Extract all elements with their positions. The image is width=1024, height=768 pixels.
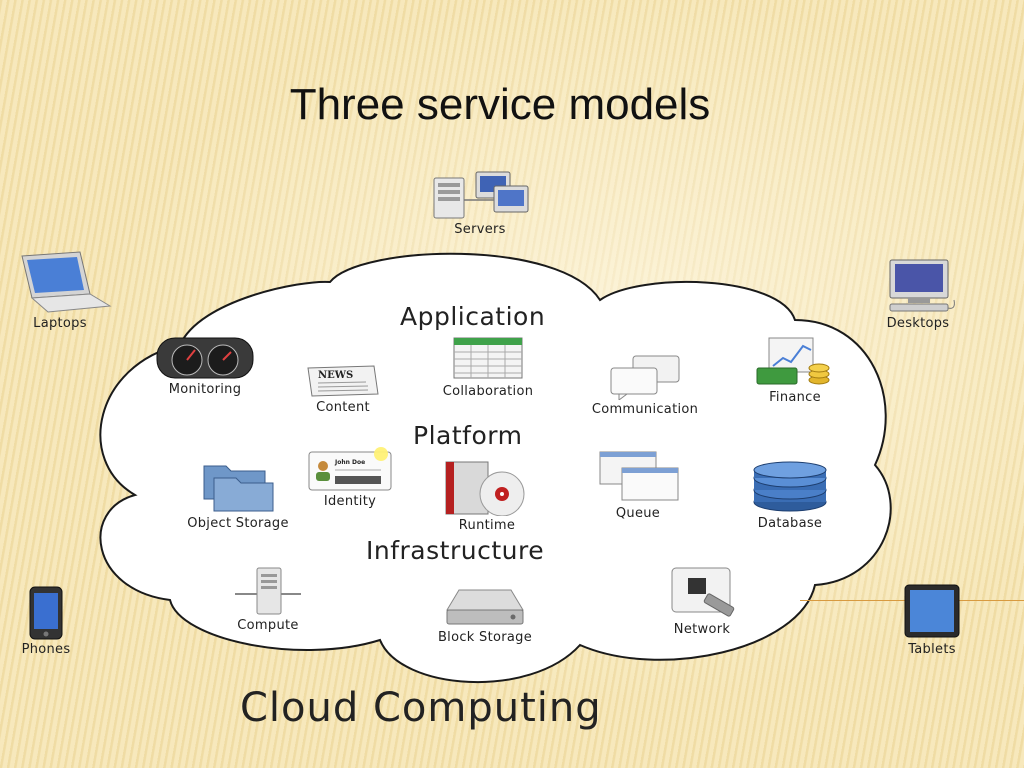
infra-block-storage: Block Storage — [420, 584, 550, 645]
device-tablets: Tablets — [895, 584, 969, 657]
phones-label: Phones — [21, 642, 71, 657]
app-finance: Finance — [748, 336, 842, 405]
platform-identity: John Doe Identity — [304, 446, 396, 509]
newspaper-icon: NEWS — [307, 365, 379, 397]
app-collaboration: Collaboration — [425, 334, 551, 399]
servers-icon — [433, 171, 529, 219]
network-label: Network — [673, 622, 731, 637]
phone-icon — [29, 586, 63, 640]
runtime-label: Runtime — [458, 518, 516, 533]
diagram-caption: Cloud Computing — [240, 685, 602, 731]
platform-database: Database — [742, 460, 838, 531]
identity-label: Identity — [323, 494, 377, 509]
layer-title-application: Application — [400, 302, 546, 331]
laptops-label: Laptops — [33, 316, 87, 331]
collaboration-label: Collaboration — [442, 384, 534, 399]
runtime-disc-icon — [445, 461, 525, 516]
layer-title-infrastructure: Infrastructure — [366, 536, 545, 565]
desktop-icon — [889, 259, 955, 312]
communication-label: Communication — [591, 402, 699, 417]
desktops-label: Desktops — [886, 316, 950, 331]
hard-drive-icon — [446, 589, 524, 625]
tablets-label: Tablets — [908, 642, 956, 657]
tablet-icon — [904, 584, 960, 638]
app-monitoring: Monitoring — [150, 336, 260, 397]
svg-text:NEWS: NEWS — [318, 370, 353, 381]
servers-label: Servers — [454, 222, 506, 237]
windows-queue-icon — [599, 451, 679, 501]
device-laptops: Laptops — [12, 250, 112, 331]
device-desktops: Desktops — [870, 258, 966, 331]
database-icon — [753, 461, 827, 512]
queue-label: Queue — [615, 506, 661, 521]
laptop-icon — [21, 251, 112, 313]
network-port-icon — [671, 567, 735, 617]
layer-title-platform: Platform — [413, 421, 523, 450]
slide-title: Three service models — [289, 80, 711, 129]
database-label: Database — [757, 516, 823, 531]
chart-coins-icon — [756, 337, 830, 385]
object-storage-label: Object Storage — [187, 516, 289, 531]
content-label: Content — [316, 400, 370, 415]
infra-network: Network — [656, 566, 748, 637]
platform-queue: Queue — [592, 448, 684, 521]
app-content: NEWS Content — [298, 364, 388, 415]
finance-label: Finance — [769, 390, 821, 405]
monitoring-label: Monitoring — [168, 382, 242, 397]
platform-runtime: Runtime — [440, 458, 534, 533]
infra-compute: Compute — [222, 566, 314, 633]
id-card-icon: John Doe — [308, 447, 392, 491]
svg-text:John Doe: John Doe — [334, 459, 365, 466]
platform-object-storage: Object Storage — [170, 458, 306, 531]
speech-bubbles-icon — [610, 355, 680, 400]
app-communication: Communication — [570, 354, 720, 417]
spreadsheet-icon — [453, 337, 523, 379]
compute-label: Compute — [237, 618, 299, 633]
server-tower-icon — [235, 567, 301, 615]
device-servers: Servers — [425, 168, 535, 237]
block-storage-label: Block Storage — [437, 630, 533, 645]
gauge-icon — [156, 337, 254, 379]
folders-icon — [203, 465, 274, 512]
device-phones: Phones — [8, 586, 84, 657]
